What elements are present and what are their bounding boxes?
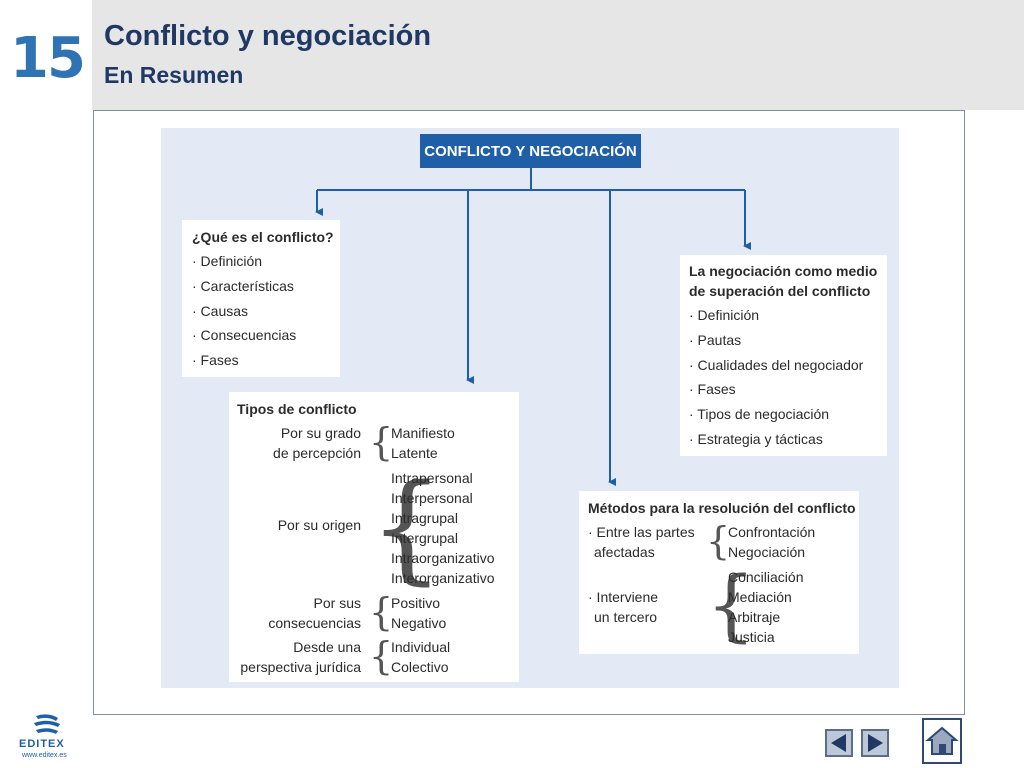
- negociacion-title-line2: de superación del conflicto: [689, 283, 871, 299]
- list-item: · Fases: [192, 352, 239, 368]
- tipos-value: Manifiesto: [391, 425, 455, 441]
- metodos-partes-label: · Entre las partes: [588, 524, 695, 540]
- tipos-value: Colectivo: [391, 659, 449, 675]
- slide-header: Conflicto y negociación En Resumen: [92, 0, 1024, 110]
- next-button[interactable]: [861, 729, 889, 757]
- metodos-value: Conciliación: [728, 569, 804, 585]
- brace-icon: {: [706, 561, 756, 651]
- tipos-origen-label: Por su origen: [277, 517, 361, 533]
- metodos-value: Confrontación: [728, 524, 816, 540]
- list-item: · Tipos de negociación: [689, 406, 830, 422]
- metodos-partes-label: afectadas: [594, 544, 655, 560]
- list-item: · Estrategia y tácticas: [689, 431, 823, 447]
- list-item: · Definición: [192, 253, 263, 269]
- tipos-value: Intergrupal: [391, 530, 458, 546]
- list-item: · Causas: [192, 303, 249, 319]
- metodos-value: Arbitraje: [728, 609, 781, 625]
- list-item: · Definición: [689, 307, 760, 323]
- tipos-title: Tipos de conflicto: [237, 401, 357, 417]
- metodos-tercero-label: · Interviene: [588, 589, 659, 605]
- tipos-value: Positivo: [391, 595, 441, 611]
- tipos-box: Tipos de conflicto Por su grado de perce…: [229, 392, 519, 682]
- chapter-number: 15: [10, 26, 86, 91]
- logo-text: EDITEX: [19, 738, 65, 750]
- metodos-value: Justicia: [728, 629, 775, 645]
- slide-subtitle: En Resumen: [104, 62, 244, 88]
- metodos-title: Métodos para la resolución del conflicto: [588, 500, 856, 516]
- negociacion-title-line1: La negociación como medio: [689, 263, 878, 279]
- tipos-value: Latente: [391, 445, 438, 461]
- tipos-value: Interorganizativo: [391, 570, 495, 586]
- list-item: · Características: [192, 278, 294, 294]
- list-item: · Fases: [689, 381, 736, 397]
- chapter-band: 15: [0, 0, 92, 110]
- tipos-value: Intrapersonal: [391, 470, 473, 486]
- tipos-juridica-label: perspectiva jurídica: [240, 659, 361, 675]
- tipos-value: Individual: [391, 639, 451, 655]
- list-item: · Pautas: [689, 332, 742, 348]
- arrow-left-icon: [831, 734, 846, 752]
- previous-button[interactable]: [825, 729, 853, 757]
- metodos-value: Mediación: [728, 589, 792, 605]
- home-button[interactable]: [922, 718, 962, 764]
- list-item: · Cualidades del negociador: [689, 357, 864, 373]
- tipos-percepcion-label: de percepción: [273, 445, 361, 461]
- tipos-percepcion-label: Por su grado: [280, 425, 361, 441]
- metodos-box: Métodos para la resolución del conflicto…: [579, 491, 859, 654]
- que-es-box: ¿Qué es el conflicto? · Definición · Car…: [182, 220, 340, 377]
- tipos-consecuencias-label: Por sus: [313, 595, 361, 611]
- brace-icon: {: [369, 458, 445, 596]
- tipos-value: Interpersonal: [391, 490, 473, 506]
- metodos-tercero-label: un tercero: [594, 609, 658, 625]
- brace-icon: {: [706, 519, 731, 563]
- home-icon: [925, 726, 959, 755]
- metodos-value: Negociación: [728, 544, 806, 560]
- tipos-value: Intraorganizativo: [391, 550, 495, 566]
- arrow-right-icon: [868, 734, 883, 752]
- tipos-juridica-label: Desde una: [293, 639, 361, 655]
- brace-icon: {: [369, 634, 394, 678]
- editex-logo-icon: [34, 714, 60, 734]
- tipos-value: Negativo: [391, 615, 447, 631]
- tipos-value: Intragrupal: [391, 510, 458, 526]
- slide-title: Conflicto y negociación: [104, 20, 432, 52]
- list-item: · Consecuencias: [192, 327, 297, 343]
- logo-url: www.editex.es: [22, 752, 67, 759]
- que-es-title: ¿Qué es el conflicto?: [192, 229, 334, 245]
- brace-icon: {: [369, 420, 394, 464]
- root-node: CONFLICTO Y NEGOCIACIÓN: [420, 134, 641, 168]
- negociacion-box: La negociación como medio de superación …: [680, 255, 887, 456]
- brace-icon: {: [369, 590, 394, 634]
- tipos-consecuencias-label: consecuencias: [268, 615, 361, 631]
